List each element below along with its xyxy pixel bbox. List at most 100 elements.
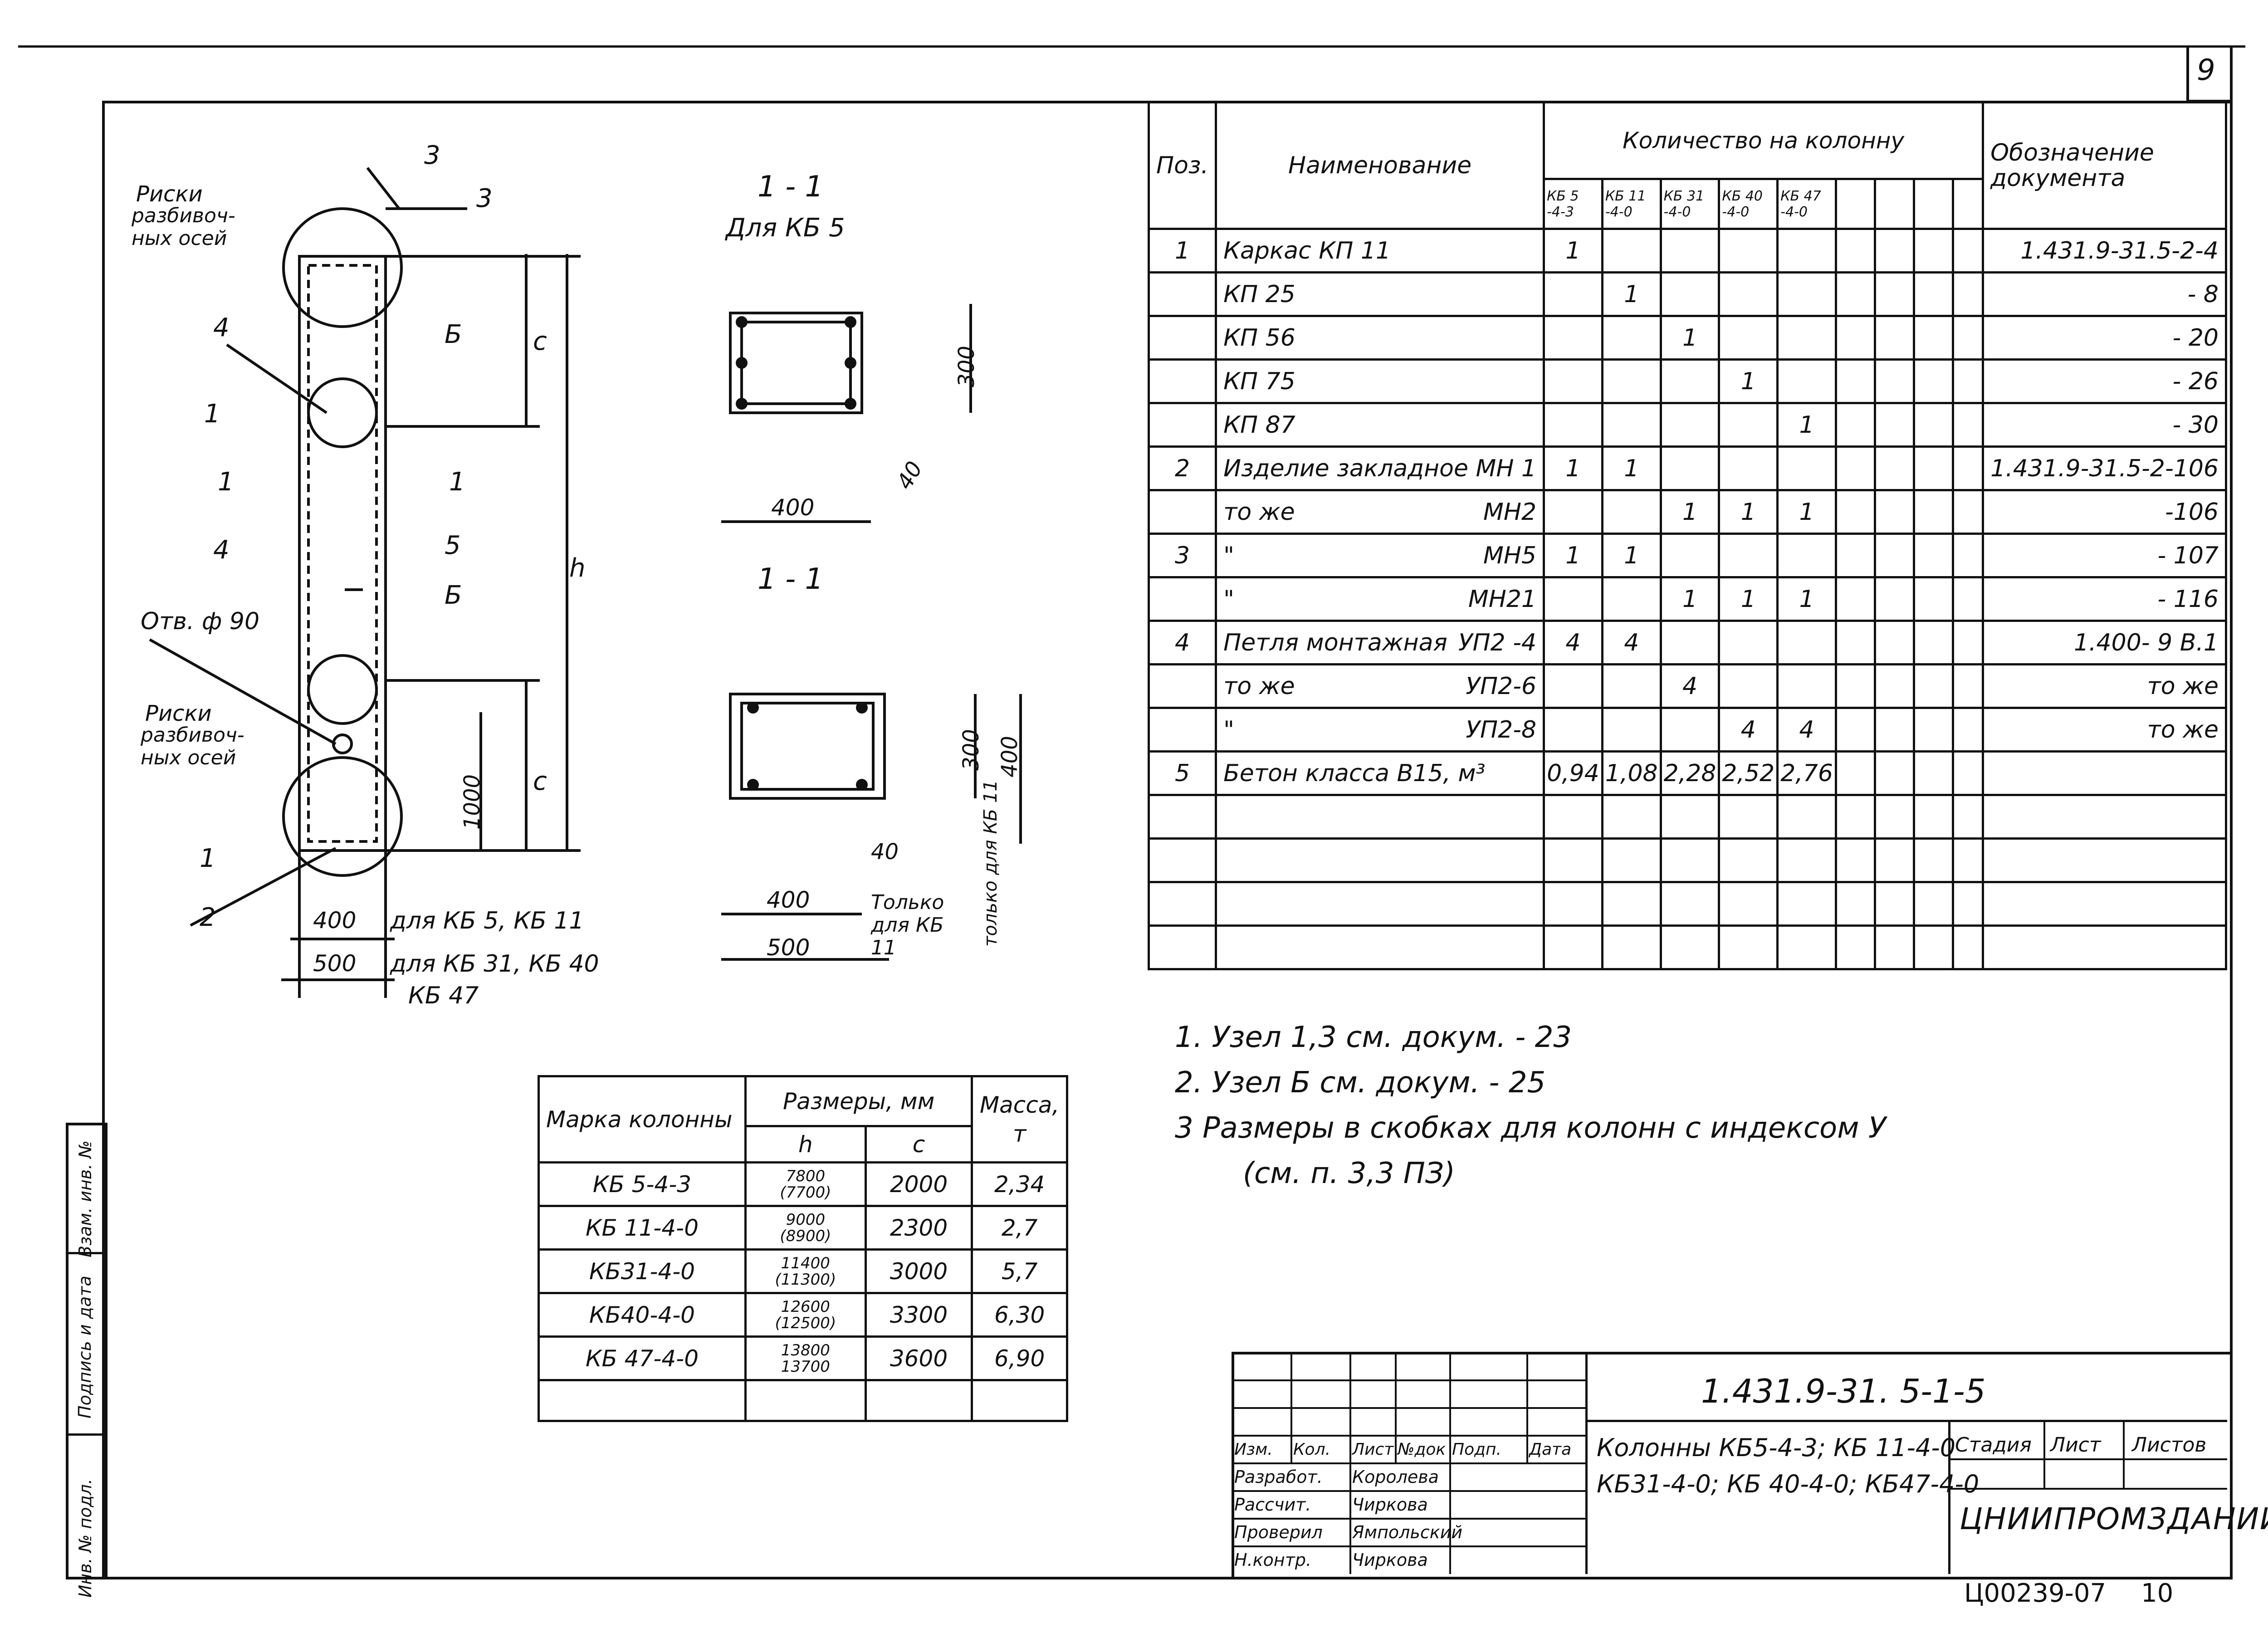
tb-role: Н.контр.: [1234, 1550, 1312, 1570]
spec-qty-empty: [1951, 750, 1984, 796]
dims-header-h: h: [744, 1125, 867, 1164]
rebar-tr: [845, 316, 856, 328]
rebar2-tl: [747, 702, 759, 714]
spec-pos: 1: [1147, 228, 1217, 274]
spec-qty-empty: [1873, 489, 1915, 535]
dims-mass: 6,90: [971, 1335, 1068, 1381]
spec-qty-empty: [1912, 271, 1954, 317]
spec-qty-empty: [1951, 358, 1984, 404]
spec-qty-empty: [1951, 620, 1984, 665]
rebar-ml: [736, 357, 748, 369]
page-number: 9: [2197, 54, 2215, 87]
tb-hline: [1232, 1435, 1585, 1437]
spec-qty-empty: [1873, 228, 1915, 274]
section-top-outline: [729, 312, 863, 414]
spec-qty: 4: [1659, 663, 1721, 709]
spec-qty-empty: [1951, 663, 1984, 709]
spec-name-mark: УП2 -4: [1458, 629, 1537, 656]
dim-1000: 1000: [459, 774, 485, 830]
spec-qty: [1659, 620, 1721, 665]
kb47-label: КБ 47: [408, 982, 479, 1009]
tb-vline: [1526, 1352, 1528, 1462]
spec-qty: [1776, 663, 1837, 709]
spec-qty: 1,08: [1601, 750, 1662, 796]
spec-name: КП 56: [1215, 315, 1545, 361]
spec-qty-empty: [1912, 445, 1954, 491]
spec-qty: 1: [1601, 533, 1662, 578]
spec-qty-empty: [1834, 750, 1876, 796]
title-stage-label: Стадия: [1955, 1433, 2032, 1457]
dims-c: 3000: [864, 1248, 973, 1294]
tb-vline: [2043, 1420, 2045, 1488]
spec-qty: [1776, 445, 1837, 491]
spec-name: "МН5: [1215, 533, 1545, 578]
spec-qty-empty: [1834, 576, 1876, 622]
tb-col-label: Подп.: [1452, 1440, 1501, 1459]
tb-vline: [1395, 1352, 1397, 1462]
dims-h-main: 11400: [781, 1254, 830, 1272]
riski-bot-3: ных осей: [141, 746, 236, 769]
spec-qty: [1601, 402, 1662, 448]
spec-name: КП 75: [1215, 358, 1545, 404]
tb-person: Чиркова: [1352, 1550, 1428, 1570]
for-kb31-kb40: для КБ 31, КБ 40: [390, 950, 599, 978]
callout-4b: 4: [213, 535, 230, 565]
spec-qty: [1776, 620, 1837, 665]
tb-hline: [1232, 1518, 1585, 1520]
spec-qty-empty: [1834, 707, 1876, 753]
spec-doc: 1.431.9-31.5-2-4: [1982, 228, 2227, 274]
title-sheets-label: Листов: [2132, 1433, 2207, 1457]
spec-name: Изделие закладное МН 1: [1215, 445, 1545, 491]
detail-circle-mid-1: [307, 377, 378, 448]
spec-qty: 4: [1718, 707, 1779, 753]
callout-1a: 1: [204, 399, 220, 429]
spec-pos: [1147, 402, 1217, 448]
spec-qty: 1: [1776, 489, 1837, 535]
dims-header-mass: Масса, т: [971, 1075, 1068, 1164]
spec-qty: 1: [1776, 402, 1837, 448]
spec-qty: 1: [1718, 358, 1779, 404]
detail-circle-top: [282, 207, 403, 328]
spec-qty: [1601, 489, 1662, 535]
spec-qty: 4: [1543, 620, 1603, 665]
tb-role: Рассчит.: [1234, 1495, 1311, 1515]
callout-b-top: Б: [445, 320, 462, 349]
rebar-br: [845, 398, 856, 410]
spec-qty-empty: [1834, 315, 1876, 361]
side-stamp-replace: Взам. инв. №: [75, 1140, 95, 1257]
detail-circle-mid-2: [307, 654, 378, 725]
spec-qty: 1: [1543, 533, 1603, 578]
spec-qty-empty: [1873, 620, 1915, 665]
only-kb11-vertical: только для КБ 11: [980, 780, 1001, 947]
spec-qty: [1601, 228, 1662, 274]
for-kb5-label: Для КБ 5: [726, 213, 845, 243]
spec-qty: [1659, 445, 1721, 491]
spec-qty: [1718, 445, 1779, 491]
spec-qty-empty: [1834, 402, 1876, 448]
spec-qty: [1718, 315, 1779, 361]
otv-label: Отв. ф 90: [141, 608, 260, 635]
spec-qty-empty: [1951, 402, 1984, 448]
section-bot-400: 400: [767, 887, 810, 913]
column-drawing: [149, 167, 1022, 998]
spec-name-main: КП 87: [1223, 411, 1295, 439]
leader-4: [226, 343, 327, 414]
spec-qty-empty: [1951, 489, 1984, 535]
rebar-tl: [736, 316, 748, 328]
spec-qty: [1543, 358, 1603, 404]
spec-header-doc: Обозначение документа: [1982, 101, 2227, 230]
spec-name-main: ": [1223, 716, 1235, 743]
spec-qty: [1718, 228, 1779, 274]
spec-doc: - 116: [1982, 576, 2227, 622]
spec-qty-empty: [1834, 620, 1876, 665]
spec-qty: [1543, 271, 1603, 317]
section-top-cage: [740, 321, 852, 405]
archive-code: Ц00239-07: [1964, 1579, 2107, 1608]
